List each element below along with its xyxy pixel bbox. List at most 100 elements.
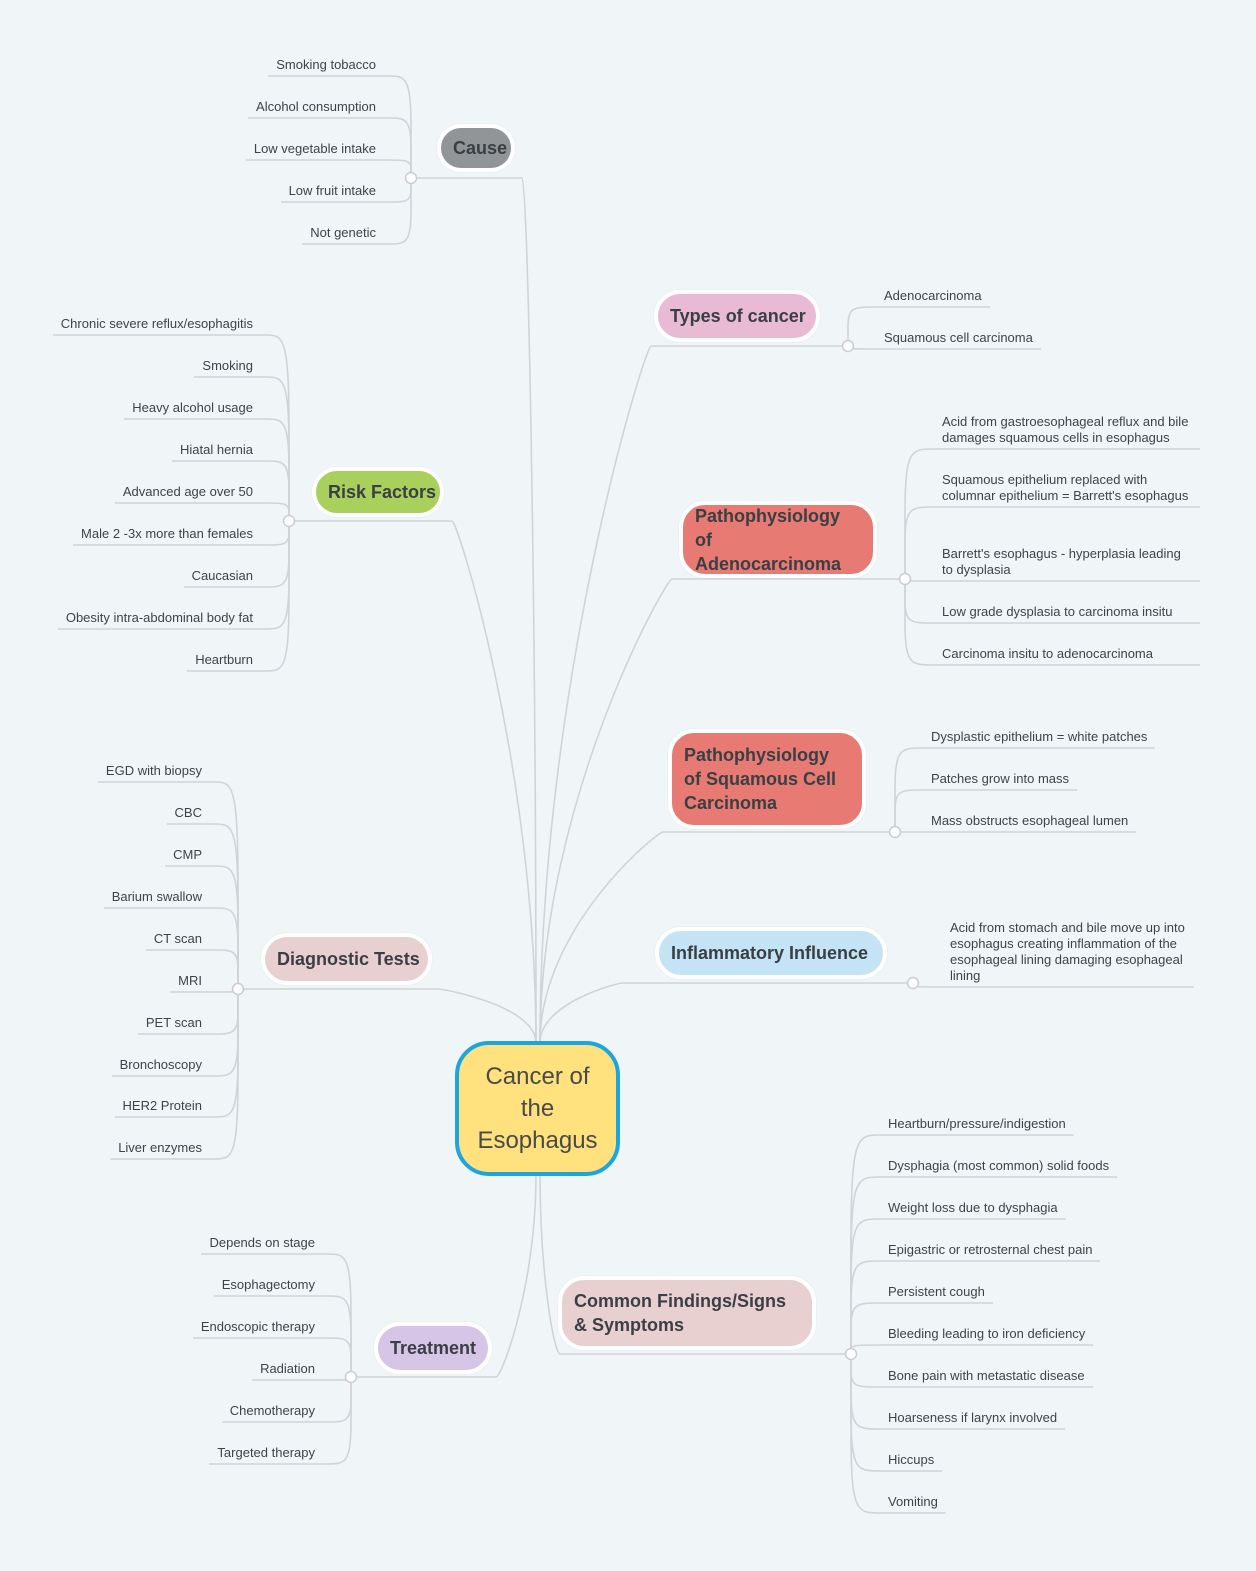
topic-cause[interactable]: Cause	[437, 124, 515, 172]
collapse-toggle-diagnostic-tests[interactable]	[231, 982, 245, 996]
collapse-toggle-patho-squamous[interactable]	[888, 825, 902, 839]
leaf-item[interactable]: Mass obstructs esophageal lumen	[931, 813, 1129, 828]
topic-label: Pathophysiology of Adenocarcinoma	[695, 505, 842, 574]
leaf-item[interactable]: Heartburn	[195, 652, 253, 667]
leaf-item[interactable]: Low vegetable intake	[253, 141, 376, 156]
connector-inflammatory	[539, 982, 624, 1044]
leaf-connector	[213, 949, 239, 989]
leaf-item[interactable]: CT scan	[153, 931, 202, 946]
topic-patho-adeno[interactable]: Pathophysiology of Adenocarcinoma	[679, 501, 877, 578]
leaf-item[interactable]: Weight loss due to dysphagia	[888, 1200, 1058, 1215]
leaf-connector	[264, 460, 290, 521]
leaf-item[interactable]: Chemotherapy	[229, 1403, 315, 1418]
leaf-item[interactable]: CMP	[173, 847, 202, 862]
topic-label: Types of cancer	[670, 306, 806, 326]
collapse-toggle-inflammatory[interactable]	[906, 976, 920, 990]
leaf-item[interactable]: Patches grow into mass	[931, 771, 1070, 786]
leaf-item[interactable]: Bleeding leading to iron deficiency	[888, 1326, 1086, 1341]
connector-types_of_cancer	[539, 345, 652, 1044]
leaf-connector	[850, 1353, 881, 1430]
leaf-item[interactable]: Low fruit intake	[288, 183, 376, 198]
leaf-item[interactable]: Acid from stomach and bile move up into …	[950, 920, 1185, 983]
leaf-item[interactable]: Squamous epithelium replaced with column…	[942, 472, 1189, 503]
leaf-item[interactable]: Male 2 -3x more than females	[81, 526, 253, 541]
leaf-item[interactable]: Obesity intra-abdominal body fat	[65, 610, 253, 625]
leaf-item[interactable]: Smoking	[202, 358, 253, 373]
collapse-toggle-types-of-cancer[interactable]	[841, 339, 855, 353]
collapse-toggle-risk-factors[interactable]	[282, 514, 296, 528]
leaf-item[interactable]: Liver enzymes	[118, 1140, 202, 1155]
leaf-connector	[894, 789, 924, 832]
leaf-item[interactable]: EGD with biopsy	[105, 763, 202, 778]
topic-diagnostic-tests[interactable]: Diagnostic Tests	[261, 933, 432, 985]
leaf-item[interactable]: Targeted therapy	[217, 1445, 315, 1460]
collapse-toggle-treatment[interactable]	[344, 1370, 358, 1384]
leaf-item[interactable]: Not genetic	[310, 225, 376, 240]
leaf-item[interactable]: Chronic severe reflux/esophagitis	[60, 316, 253, 331]
leaf-item[interactable]: Persistent cough	[888, 1284, 985, 1299]
leaf-item[interactable]: HER2 Protein	[122, 1098, 202, 1113]
topic-types-of-cancer[interactable]: Types of cancer	[654, 290, 820, 342]
leaf-connector	[264, 521, 290, 630]
leaf-item[interactable]: Epigastric or retrosternal chest pain	[888, 1242, 1093, 1257]
leaf-item[interactable]: Hiccups	[888, 1452, 935, 1467]
leaf-item[interactable]: Depends on stage	[209, 1235, 315, 1250]
topic-risk-factors[interactable]: Risk Factors	[312, 467, 444, 517]
leaf-connector	[213, 989, 239, 1077]
leaf-item[interactable]: Heartburn/pressure/indigestion	[888, 1116, 1066, 1131]
leaf-item[interactable]: Esophagectomy	[221, 1277, 315, 1292]
leaf-item[interactable]: Dysphagia (most common) solid foods	[888, 1158, 1110, 1173]
leaf-item[interactable]: MRI	[178, 973, 202, 988]
leaf-connector	[326, 1253, 352, 1377]
leaf-item[interactable]: Hoarseness if larynx involved	[888, 1410, 1058, 1425]
leaf-connector	[264, 376, 290, 521]
leaf-connector	[213, 823, 239, 989]
leaf-connector	[850, 1134, 881, 1355]
leaf-connector	[264, 521, 290, 588]
topic-label: Risk Factors	[328, 482, 437, 502]
leaf-item[interactable]: Bronchoscopy	[119, 1057, 202, 1072]
leaf-connector	[213, 989, 239, 1160]
leaf-item[interactable]: Carcinoma insitu to adenocarcinoma	[942, 646, 1153, 661]
leaf-connector	[213, 907, 239, 989]
topic-treatment[interactable]: Treatment	[374, 1322, 492, 1374]
leaf-item[interactable]: Hiatal hernia	[180, 442, 253, 457]
central-topic[interactable]: Cancer of the Esophagus	[455, 1041, 620, 1176]
leaf-connector	[213, 865, 239, 989]
leaf-item[interactable]: Heavy alcohol usage	[132, 400, 253, 415]
leaf-item[interactable]: Smoking tobacco	[276, 57, 376, 72]
connector-cause	[521, 177, 537, 1044]
leaf-item[interactable]: Adenocarcinoma	[884, 288, 982, 303]
leaf-item[interactable]: PET scan	[145, 1015, 202, 1030]
topic-findings[interactable]: Common Findings/Signs & Symptoms	[558, 1276, 816, 1350]
leaf-item[interactable]: Low grade dysplasia to carcinoma insitu	[942, 604, 1173, 619]
leaf-item[interactable]: Dysplastic epithelium = white patches	[931, 729, 1148, 744]
connector-diagnostic_tests	[437, 988, 537, 1044]
leaf-item[interactable]: Radiation	[260, 1361, 315, 1376]
leaf-connector	[387, 117, 412, 178]
collapse-toggle-patho-adeno[interactable]	[898, 572, 912, 586]
leaf-item[interactable]: Alcohol consumption	[256, 99, 376, 114]
topic-patho-squamous[interactable]: Pathophysiology of Squamous Cell Carcino…	[668, 729, 866, 829]
leaf-item[interactable]: Squamous cell carcinoma	[884, 330, 1033, 345]
connector-patho_adeno	[539, 578, 673, 1044]
connector-risk_factors	[451, 520, 537, 1044]
collapse-toggle-findings[interactable]	[844, 1347, 858, 1361]
leaf-item[interactable]: Advanced age over 50	[122, 484, 253, 499]
connector-findings	[539, 1173, 561, 1355]
leaf-item[interactable]: Barium swallow	[111, 889, 202, 904]
leaf-item[interactable]: CBC	[174, 805, 202, 820]
leaf-item[interactable]: Barrett's esophagus - hyperplasia leadin…	[942, 546, 1181, 577]
leaf-item[interactable]: Bone pain with metastatic disease	[888, 1368, 1085, 1383]
leaf-item[interactable]: Caucasian	[191, 568, 253, 583]
leaf-item[interactable]: Endoscopic therapy	[200, 1319, 315, 1334]
leaf-item[interactable]: Vomiting	[888, 1494, 938, 1509]
topic-inflammatory[interactable]: Inflammatory Influence	[655, 927, 887, 979]
leaf-connector	[387, 178, 412, 245]
leaf-connector	[213, 781, 239, 989]
topic-label: Pathophysiology of Squamous Cell Carcino…	[684, 745, 837, 813]
leaf-item[interactable]: Acid from gastroesophageal reflux and bi…	[942, 414, 1189, 445]
collapse-toggle-cause[interactable]	[404, 171, 418, 185]
